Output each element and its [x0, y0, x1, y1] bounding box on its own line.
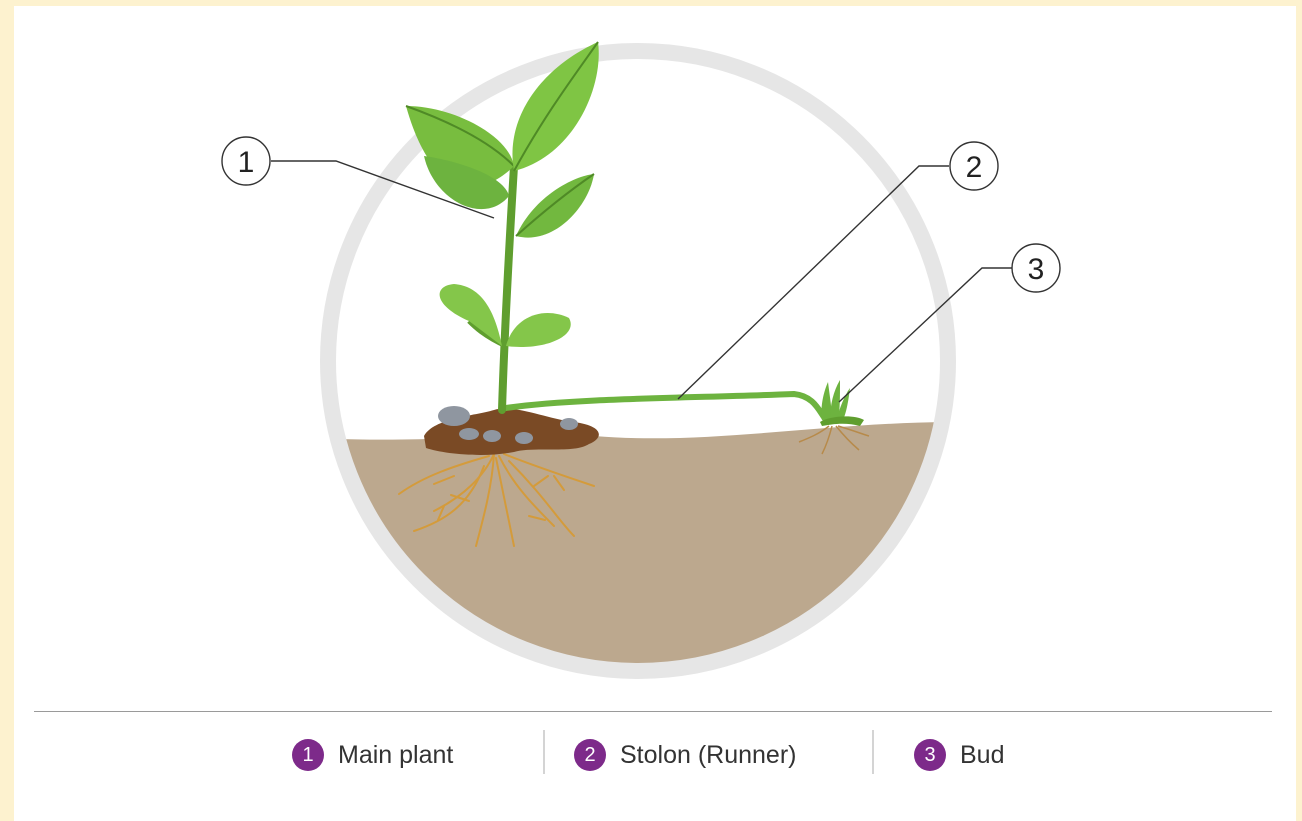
- legend-item-bud: 3 Bud: [914, 730, 1004, 780]
- svg-text:3: 3: [1028, 253, 1045, 286]
- diagram-card: 1 2 3 1 Main plant 2 Stolon (Runner) 3 B…: [14, 6, 1296, 821]
- svg-text:2: 2: [966, 151, 983, 184]
- legend-item-stolon: 2 Stolon (Runner): [574, 730, 796, 780]
- legend-label-main-plant: Main plant: [338, 741, 453, 770]
- legend-label-stolon: Stolon (Runner): [620, 741, 796, 770]
- legend-badge-3: 3: [914, 739, 946, 771]
- svg-text:1: 1: [238, 146, 255, 179]
- legend-separator: [543, 730, 545, 774]
- legend-badge-1: 1: [292, 739, 324, 771]
- plant-diagram: 1 2 3: [14, 6, 1296, 706]
- callout-marker-2: 2: [950, 142, 998, 190]
- callout-marker-1: 1: [222, 137, 270, 185]
- legend-separator: [872, 730, 874, 774]
- legend-divider: [34, 711, 1272, 712]
- legend: 1 Main plant 2 Stolon (Runner) 3 Bud: [14, 730, 1296, 780]
- legend-badge-2: 2: [574, 739, 606, 771]
- legend-item-main-plant: 1 Main plant: [292, 730, 453, 780]
- callout-marker-3: 3: [1012, 244, 1060, 292]
- legend-label-bud: Bud: [960, 741, 1004, 770]
